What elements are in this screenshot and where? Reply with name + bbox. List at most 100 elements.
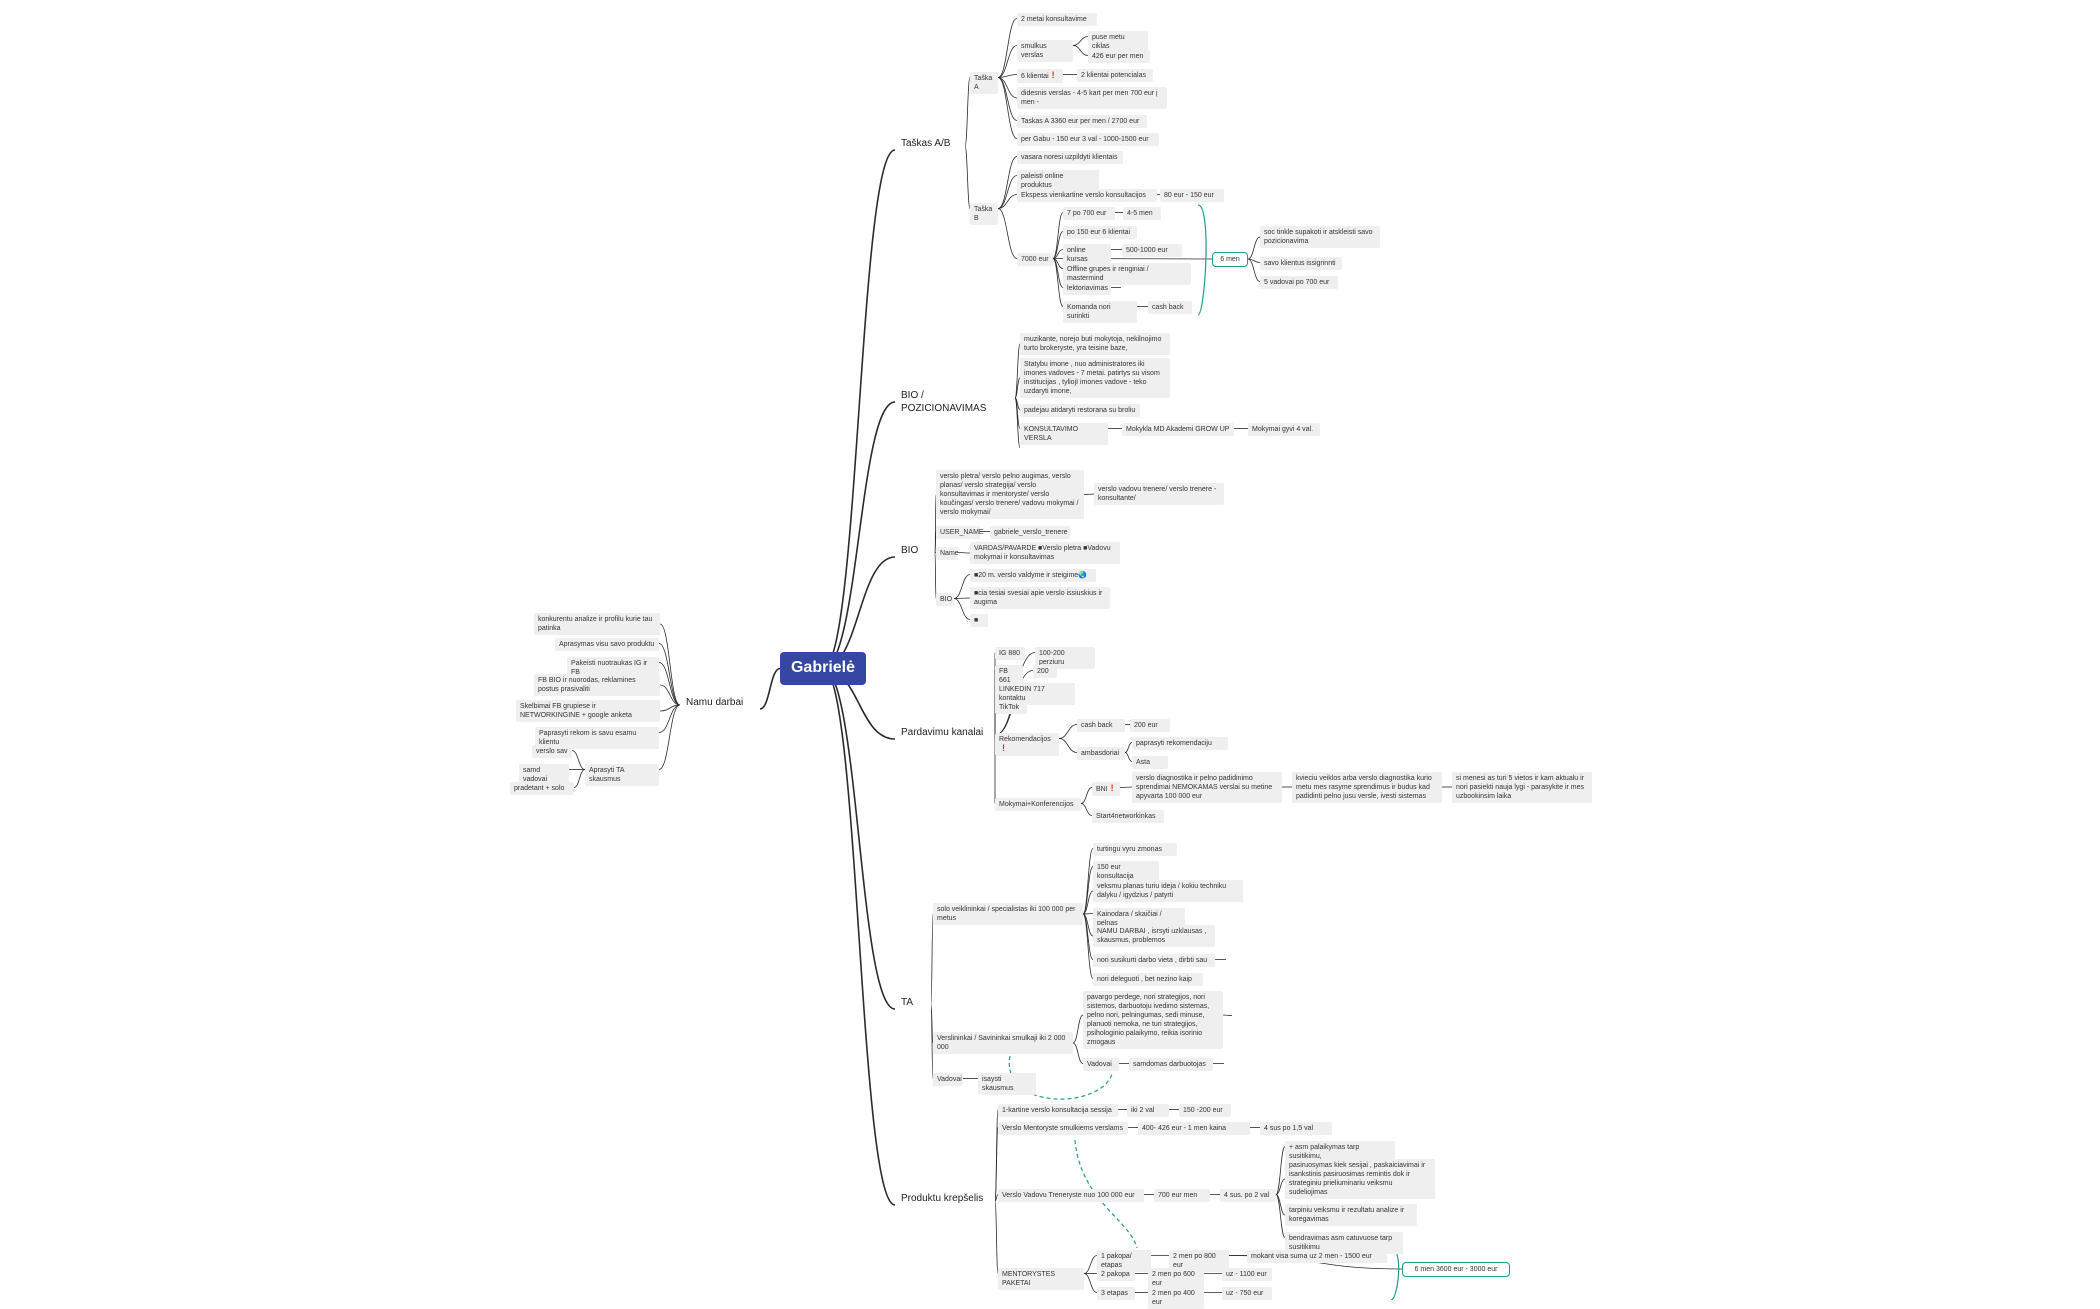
node-empty[interactable] [1020, 442, 1038, 453]
node-fb-bio-ir-nuorodas-reklamine[interactable]: FB BIO ir nuorodas, reklamines postus pr… [534, 674, 660, 696]
branch-bio-pozicionavimas[interactable]: BIO / POZICIONAVIMAS [895, 386, 1015, 418]
node-6-klientai[interactable]: 6 klientai! [1017, 69, 1063, 83]
node-vasara-noresi-uzpildyti-klie[interactable]: vasara noresi uzpildyti klientais [1017, 151, 1123, 164]
node-verslo-diagnostika-ir-pelno-[interactable]: verslo diagnostika ir pelno padidinimo s… [1132, 772, 1282, 803]
node-nori-deleguoti-bet-nezino-ka[interactable]: nori deleguoti , bet nezino kaip [1093, 973, 1203, 986]
node-node-46[interactable]: ■ [970, 614, 988, 627]
node-tas-ka-a[interactable]: Taška A [970, 72, 998, 94]
node-po-150-eur-6-klientai[interactable]: po 150 eur 6 klientai [1063, 226, 1137, 239]
node-7000-eur[interactable]: 7000 eur [1017, 253, 1053, 266]
node-offline-grupes-ir-renginiai-[interactable]: Offline grupes ir renginiai / mastermind [1063, 263, 1191, 285]
node-name[interactable]: Name [936, 547, 959, 560]
branch-produktu-kreps-elis[interactable]: Produktu krepšelis [895, 1189, 995, 1208]
node-bendravimas-asm-catuvuose-ta[interactable]: bendravimas asm catuvuose tarp susitikim… [1285, 1232, 1403, 1254]
node-5-vadovai-po-700-eur[interactable]: 5 vadovai po 700 eur [1260, 276, 1338, 289]
node-skelbimai-fb-grupiese-ir-net[interactable]: Skelbimai FB grupiese ir NETWORKINGINE +… [516, 700, 660, 722]
node-6-men-3600-eur-3000-eur[interactable]: 6 men 3600 eur - 3000 eur [1402, 1262, 1510, 1277]
node-paprasyti-rekom-is-savu-esam[interactable]: Paprasyti rekom is savu esamu klientu [535, 727, 659, 749]
node-soc-tinkle-supakoti-ir-atskl[interactable]: soc tinkle supakoti ir atskleisti savo p… [1260, 226, 1380, 248]
branch-tas-kas-a-b[interactable]: Taškas A/B [895, 134, 965, 153]
node-2-klientai-potencialas[interactable]: 2 klientai potencialas [1077, 69, 1153, 82]
node-200-eur[interactable]: 200 eur [1130, 719, 1170, 732]
node-uz-1100-eur[interactable]: uz - 1100 eur [1222, 1268, 1272, 1281]
node-cash-back[interactable]: cash back [1148, 301, 1192, 314]
node-cash-back[interactable]: cash back [1077, 719, 1125, 732]
node-1-kartine-verslo-konsultacij[interactable]: 1-kartine verslo konsultacija sessija [998, 1104, 1118, 1117]
node-kvieciu-veiklos-arba-verslo-[interactable]: kvieciu veiklos arba verslo diagnostika … [1292, 772, 1442, 803]
node-tiktok[interactable]: TikTok [995, 701, 1027, 714]
node-gabriele-verslo-trenere[interactable]: gabriele_verslo_trenere [990, 526, 1070, 539]
node-bni[interactable]: BNI! [1092, 782, 1120, 796]
node-isaysti-skausmus[interactable]: isaysti skausmus [978, 1073, 1036, 1095]
node-aprasymas-visu-savo-produktu[interactable]: Aprasymas visu savo produktu [555, 638, 659, 651]
node-paleisti-online-produktus[interactable]: paleisti online produktus [1017, 170, 1099, 192]
node-ig-880[interactable]: IG 880 [995, 647, 1025, 660]
node-4-5-men[interactable]: 4-5 men [1123, 207, 1161, 220]
node-taskas-a-3360-eur-per-men-27[interactable]: Taskas A 3360 eur per men / 2700 eur [1017, 115, 1147, 128]
node-veksmu-planas-turiu-ideja-ko[interactable]: veksmu planas turiu ideja / kokiu techni… [1093, 880, 1243, 902]
node-2-men-po-400-eur[interactable]: 2 men po 400 eur [1148, 1287, 1204, 1309]
node-smulkus-verslas[interactable]: smulkus verslas [1017, 40, 1073, 62]
node-statybu-imone-nuo-administra[interactable]: Statybu imone , nuo administratores iki … [1020, 358, 1170, 398]
node-pavargo-perdege-nori-strateg[interactable]: pavargo perdege, nori strategijos, nori … [1083, 991, 1223, 1049]
node-lektoriavimas[interactable]: lektoriavimas [1063, 282, 1111, 295]
node-150-200-eur[interactable]: 150 -200 eur [1179, 1104, 1231, 1117]
node-7-po-700-eur[interactable]: 7 po 700 eur [1063, 207, 1115, 220]
root-node[interactable]: Gabrielė [780, 652, 866, 685]
node-ekspess-vienkartine-verslo-k[interactable]: Ekspess vienkartine verslo konsultacijos [1017, 189, 1157, 202]
node-cia-tesiai-svesiai-apie-vers[interactable]: ■cia tesiai svesiai apie verslo issiuski… [970, 587, 1110, 609]
node-verslo-mentoryste-smulkiems-[interactable]: Verslo Mentoryste smulkiems verslams [998, 1122, 1128, 1135]
node-komanda-nori-surinkti[interactable]: Komanda nori surinkti [1063, 301, 1137, 323]
node-per-gabu-150-eur-3-val-1000-[interactable]: per Gabu - 150 eur 3 val - 1000-1500 eur [1017, 133, 1159, 146]
node-samd-vadovai[interactable]: samd vadovai [519, 764, 569, 786]
node-si-menesi-as-turi-5-vietos-i[interactable]: si menesi as turi 5 vietos ir kam aktual… [1452, 772, 1592, 803]
node-namu-darbai-isrsyti-uzklausa[interactable]: NAMU DARBAI , isrsyti uzklausas , skausm… [1093, 925, 1215, 947]
node-solo-veiklininkai-specialist[interactable]: solo veiklininkai / specialistas iki 100… [933, 903, 1083, 925]
node-2-men-po-800-eur[interactable]: 2 men po 800 eur [1169, 1250, 1229, 1272]
node-linkedin-717-kontaktu[interactable]: LINKEDIN 717 kontaktu [995, 683, 1075, 705]
node-puse-metu-ciklas[interactable]: puse metu ciklas [1088, 31, 1148, 53]
node-savo-klientus-issigrinnti[interactable]: savo klientus issigrinnti [1260, 257, 1342, 270]
node-700-eur-men[interactable]: 700 eur men [1154, 1189, 1210, 1202]
node-mokymai-gyvi-4-val[interactable]: Mokymai gyvi 4 val. [1248, 423, 1320, 436]
node-20-m-verslo-valdyme-ir-steig[interactable]: ■20 m. verslo valdyme ir steigime🌏 [970, 569, 1096, 582]
node-didesnis-verslas-4-5-kart-pe[interactable]: didesnis verslas - 4-5 kart per men 700 … [1017, 87, 1167, 109]
node-mokykla-md-akademi-grow-up[interactable]: Mokykla MD Akademi GROW UP [1122, 423, 1234, 436]
node-samdomas-darbuotojas[interactable]: samdomas darbuotojas [1129, 1058, 1213, 1071]
node-ambasdoriai[interactable]: ambasdoriai [1077, 747, 1125, 760]
node-empty[interactable] [1224, 1058, 1242, 1069]
node-4-sus-po-1-5-val[interactable]: 4 sus po 1,5 val [1260, 1122, 1332, 1135]
node-verslo-vadovu-trenere-verslo[interactable]: verslo vadovu trenere/ verslo trenere - … [1094, 483, 1224, 505]
node-vardas-pavarde-verslo-pletra[interactable]: VARDAS/PAVARDE ■Verslo pletra ■Vadovu mo… [970, 542, 1120, 564]
node-mokant-visa-suma-uz-2-men-15[interactable]: mokant visa suma uz 2 men - 1500 eur [1247, 1250, 1387, 1263]
node-vadovai[interactable]: Vadovai [933, 1073, 963, 1086]
node-iki-2-val[interactable]: iki 2 val [1127, 1104, 1169, 1117]
node-bio[interactable]: BIO [936, 593, 954, 606]
node-kainodara-skaic-iai-pelnas[interactable]: Kainodara / skaičiai / pelnas [1093, 908, 1185, 930]
node-empty[interactable] [1121, 282, 1139, 293]
node-pasiruosymas-kiek-sesijai-pa[interactable]: pasiruosymas kiek sesijai , paskaiciavim… [1285, 1159, 1435, 1199]
node-asta[interactable]: Asta [1132, 756, 1168, 769]
branch-pardavimu-kanalai[interactable]: Pardavimu kanalai [895, 723, 995, 742]
node-tas-ka-b[interactable]: Taška B [970, 203, 998, 225]
branch-ta[interactable]: TA [895, 993, 931, 1012]
node-fb-661[interactable]: FB 661 [995, 665, 1023, 687]
node-mentorystes-paketai[interactable]: MENTORYSTES PAKETAI [998, 1268, 1084, 1290]
node-verslo-vadovu-treneryste-nuo[interactable]: Verslo Vadovu Treneryste nuo 100 000 eur [998, 1189, 1144, 1202]
node-200[interactable]: 200 [1033, 665, 1057, 678]
node-150-eur-konsultacija[interactable]: 150 eur konsultacija [1093, 861, 1159, 883]
node-konkurentu-analize-ir-profil[interactable]: konkurentu analize ir profilu kurie tau … [534, 613, 660, 635]
node-uz-750-eur[interactable]: uz - 750 eur [1222, 1287, 1272, 1300]
node-aprasyti-ta-skausmus[interactable]: Aprasyti TA skausmus [585, 764, 659, 786]
node-paprasyti-rekomendaciju[interactable]: paprasyti rekomendaciju [1132, 737, 1228, 750]
node-padejau-atidaryti-restorana-[interactable]: padejau atidaryti restorana su broliu [1020, 404, 1140, 417]
node-empty[interactable] [1226, 954, 1244, 965]
branch-bio[interactable]: BIO [895, 541, 935, 560]
node-asm-palaikymas-tarp-susitiki[interactable]: + asm palaikymas tarp susitikimu, [1285, 1141, 1395, 1163]
node-mokymai-konferencijos[interactable]: Mokymai+Konferencijos [995, 798, 1081, 811]
node-2-pakopa[interactable]: 2 pakopa [1097, 1268, 1135, 1281]
node-pakeisti-nuotraukas-ig-ir-fb[interactable]: Pakeisti nuotraukas IG ir FB [567, 657, 659, 679]
node-tarpiniu-veiksmu-ir-rezultat[interactable]: tarpiniu veiksmu ir rezultatu analize ir… [1285, 1204, 1417, 1226]
node-4-sus-po-2-val[interactable]: 4 sus. po 2 val [1220, 1189, 1276, 1202]
node-verslininkai-savininkai-smul[interactable]: Verslininkai / Savininkai smulkaji iki 2… [933, 1032, 1073, 1054]
